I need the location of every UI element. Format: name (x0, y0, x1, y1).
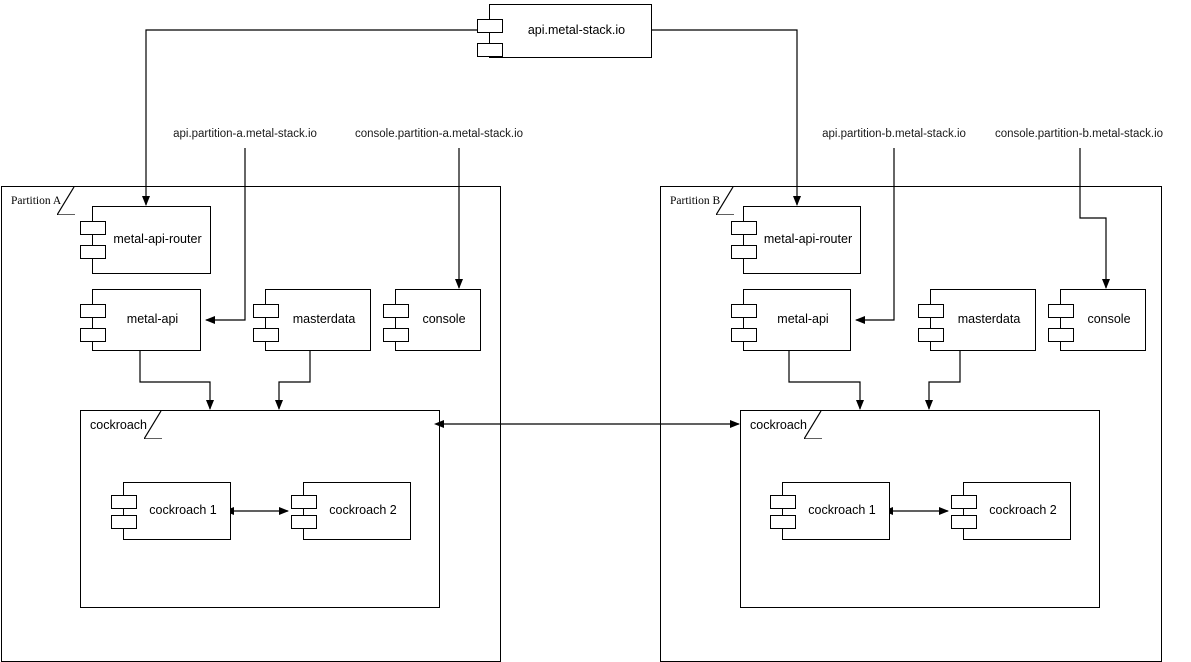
component-cockroach-b-2[interactable]: cockroach 2 (951, 482, 1071, 540)
edge-label-api-partition-b: api.partition-b.metal-stack.io (822, 128, 966, 140)
component-console-b[interactable]: console (1048, 289, 1146, 351)
package-tab-cockroach-a: cockroach (80, 410, 162, 439)
package-cockroach-a[interactable]: cockroach (80, 410, 440, 608)
component-port-icon (80, 328, 106, 342)
component-metal-api-router-b[interactable]: metal-api-router (731, 206, 861, 274)
component-port-icon (80, 245, 106, 259)
component-label: metal-api (126, 312, 179, 327)
component-cockroach-a-2[interactable]: cockroach 2 (291, 482, 411, 540)
component-port-icon (731, 328, 757, 342)
component-label: masterdata (957, 312, 1021, 327)
package-tab-slant-icon (57, 187, 75, 215)
package-tab-slant-icon (804, 411, 822, 439)
component-port-icon (951, 515, 977, 529)
component-port-icon (80, 221, 106, 235)
component-label: cockroach 2 (989, 503, 1057, 518)
component-port-icon (770, 515, 796, 529)
package-label: cockroach (750, 417, 807, 432)
component-cockroach-a-1[interactable]: cockroach 1 (111, 482, 231, 540)
edge-label-console-partition-b: console.partition-b.metal-stack.io (994, 128, 1164, 140)
component-port-icon (291, 495, 317, 509)
component-label: api.metal-stack.io (527, 23, 626, 38)
component-masterdata-b[interactable]: masterdata (918, 289, 1036, 351)
component-port-icon (1048, 304, 1074, 318)
component-label: console (1087, 312, 1131, 327)
component-label: metal-api-router (113, 232, 202, 247)
package-label: Partition A (11, 194, 62, 207)
edge-root-to-router-b (652, 29, 801, 206)
package-tab-partition-a: Partition A (1, 186, 75, 215)
package-label: cockroach (90, 417, 147, 432)
component-metal-api-b[interactable]: metal-api (731, 289, 851, 351)
component-cockroach-b-1[interactable]: cockroach 1 (770, 482, 890, 540)
component-port-icon (383, 304, 409, 318)
component-port-icon (731, 245, 757, 259)
component-port-icon (111, 495, 137, 509)
component-port-icon (951, 495, 977, 509)
package-tab-slant-icon (144, 411, 162, 439)
component-port-icon (477, 19, 503, 33)
package-cockroach-b[interactable]: cockroach (740, 410, 1100, 608)
component-api-metal-stack-io[interactable]: api.metal-stack.io (477, 4, 652, 58)
package-tab-cockroach-b: cockroach (740, 410, 822, 439)
component-label: masterdata (292, 312, 356, 327)
component-metal-api-router-a[interactable]: metal-api-router (80, 206, 211, 274)
component-port-icon (1048, 328, 1074, 342)
component-port-icon (477, 43, 503, 57)
component-label: cockroach 2 (329, 503, 397, 518)
component-metal-api-a[interactable]: metal-api (80, 289, 201, 351)
component-label: metal-api-router (763, 232, 853, 247)
package-tab-partition-b: Partition B (660, 186, 734, 215)
component-label: cockroach 1 (149, 503, 217, 518)
component-port-icon (731, 304, 757, 318)
component-label: console (422, 312, 466, 327)
component-label: cockroach 1 (808, 503, 876, 518)
component-label: metal-api (777, 312, 829, 327)
package-label: Partition B (670, 194, 721, 207)
component-port-icon (291, 515, 317, 529)
component-port-icon (383, 328, 409, 342)
component-port-icon (731, 221, 757, 235)
component-port-icon (918, 304, 944, 318)
component-port-icon (80, 304, 106, 318)
component-port-icon (253, 304, 279, 318)
component-port-icon (770, 495, 796, 509)
component-port-icon (253, 328, 279, 342)
edge-label-console-partition-a: console.partition-a.metal-stack.io (354, 128, 524, 140)
edge-root-to-router-a (142, 29, 489, 206)
package-tab-slant-icon (716, 187, 734, 215)
component-masterdata-a[interactable]: masterdata (253, 289, 371, 351)
component-port-icon (918, 328, 944, 342)
component-console-a[interactable]: console (383, 289, 481, 351)
component-port-icon (111, 515, 137, 529)
edge-label-api-partition-a: api.partition-a.metal-stack.io (173, 128, 317, 140)
